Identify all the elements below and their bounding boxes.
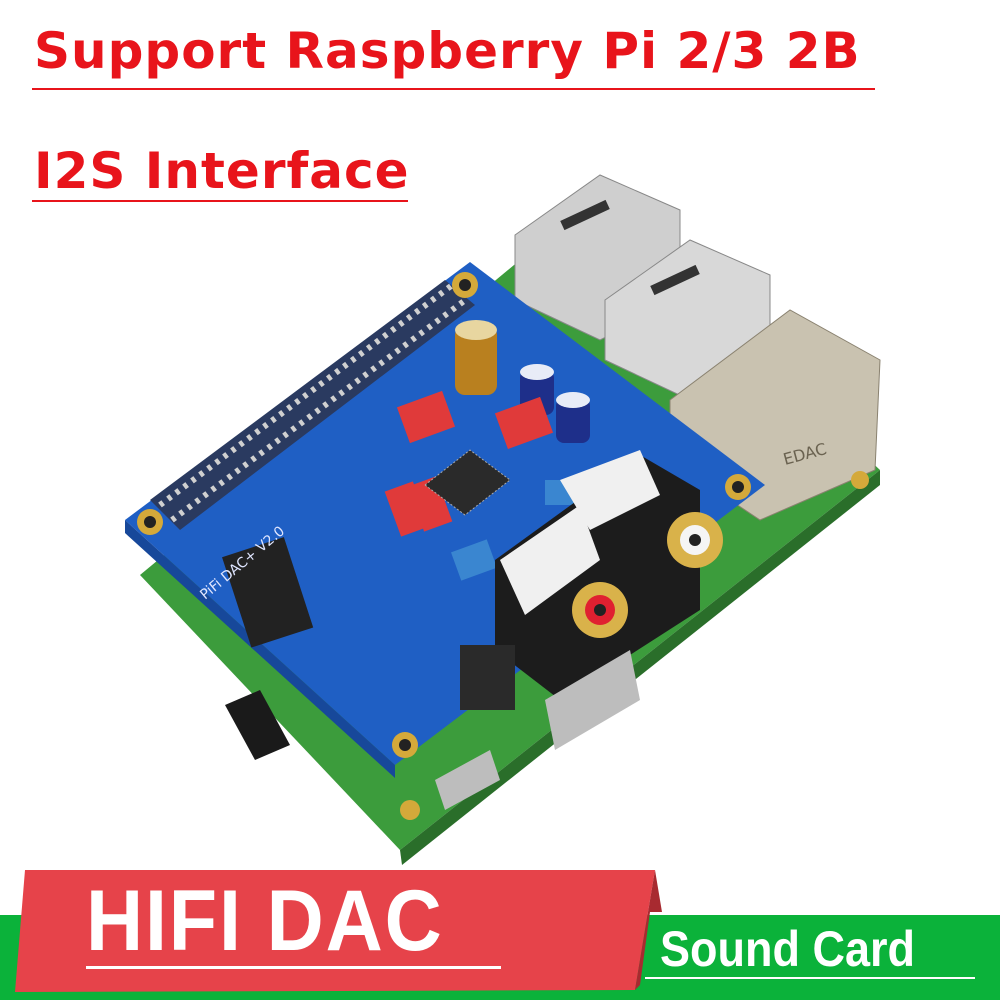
hdmi-port [545,650,640,750]
headline-interface: I2S Interface [34,142,410,200]
dac-chip [424,449,511,516]
banner-subtitle: Sound Card [660,921,915,977]
banner-underline [86,966,501,969]
red-banner-face [15,870,655,992]
mounting-hole-center [144,279,744,751]
film-capacitor [384,390,554,537]
headphone-jack [460,645,515,710]
rca-jack [495,450,723,700]
headline-underline [32,200,408,202]
banner-underline [645,977,975,979]
micro-usb-port [435,750,500,810]
red-banner-fold [635,870,662,990]
switch-block [222,537,314,648]
capacitor [455,320,590,443]
banner-title: HIFI DAC [86,873,444,969]
blue-capacitor [451,539,497,581]
gpio-header [150,280,475,530]
raspberry-pi-board-edge [400,470,880,865]
sd-card [225,690,290,760]
headline-support: Support Raspberry Pi 2/3 2B [34,22,861,80]
dac-hat-board-edge [125,520,395,778]
headline-underline [32,88,875,90]
